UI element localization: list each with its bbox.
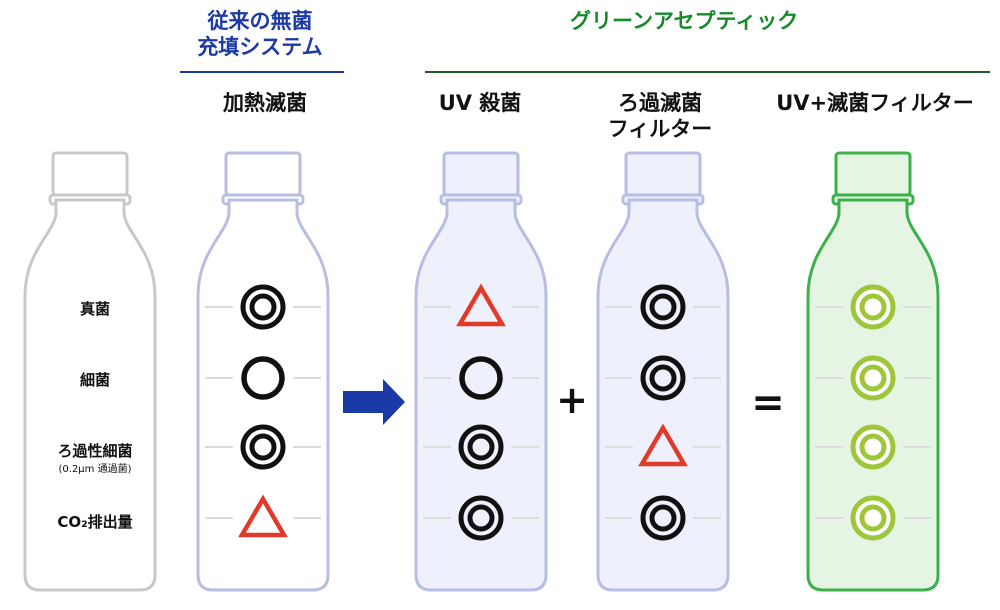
plus-operator: +: [556, 378, 588, 422]
conventional-system-heading: 従来の無菌 充填システム: [175, 8, 345, 60]
conventional-heading-line1: 従来の無菌: [207, 9, 313, 33]
triangle-icon: [638, 423, 688, 467]
conventional-heading-underline: [180, 71, 344, 73]
conventional-heading-line2: 充填システム: [197, 35, 323, 59]
triangle-icon: [238, 494, 288, 538]
bottle-cap: [224, 151, 302, 197]
green-aseptic-heading: グリーンアセプティック: [570, 9, 799, 33]
bottle-filter-sterilization: [596, 151, 730, 592]
title-uv-sterilization: UV 殺菌: [438, 91, 522, 115]
bottle-cap: [624, 151, 702, 197]
row-label-bacteria: 細菌: [79, 371, 110, 389]
row-sublabel-filterable-bacteria: (0.2μm 通過菌): [58, 464, 132, 475]
double-circle-icon: [458, 424, 504, 470]
arrow-right-icon: [343, 379, 405, 425]
double-circle-icon: [850, 424, 896, 470]
double-circle-icon: [640, 495, 686, 541]
green-aseptic-underline: [425, 71, 990, 73]
title-heat-sterilization: 加熱滅菌: [223, 91, 307, 115]
double-circle-icon: [640, 355, 686, 401]
circle-icon: [241, 356, 285, 400]
bottle-heat-sterilization: [196, 151, 330, 592]
row-label-co2-emissions: CO₂排出量: [57, 513, 133, 531]
bottle-body: [596, 198, 730, 592]
bottle-uv-sterilization: [414, 151, 548, 592]
bottle-body: [23, 198, 157, 592]
circle-icon: [459, 356, 503, 400]
double-circle-icon: [240, 284, 286, 330]
title-filter-line2: フィルター: [607, 117, 713, 141]
triangle-icon: [456, 283, 506, 327]
title-filter-line1: ろ過滅菌: [618, 91, 702, 115]
bottle-cap: [442, 151, 520, 197]
bottle-cap: [51, 151, 129, 197]
row-label-filterable-bacteria: ろ過性細菌: [57, 442, 133, 460]
equals-operator: =: [751, 380, 785, 426]
double-circle-icon: [850, 495, 896, 541]
title-filter-sterilization: ろ過滅菌 フィルター: [585, 90, 735, 142]
bottle-label-column: [23, 151, 157, 592]
title-uv-plus-filter: UV+滅菌フィルター: [776, 91, 974, 115]
row-label-fungi: 真菌: [79, 300, 110, 318]
arrow-shape: [343, 379, 405, 425]
double-circle-icon: [458, 495, 504, 541]
bottle-cap: [834, 151, 912, 197]
double-circle-icon: [240, 424, 286, 470]
double-circle-icon: [640, 284, 686, 330]
double-circle-icon: [850, 355, 896, 401]
double-circle-icon: [850, 284, 896, 330]
